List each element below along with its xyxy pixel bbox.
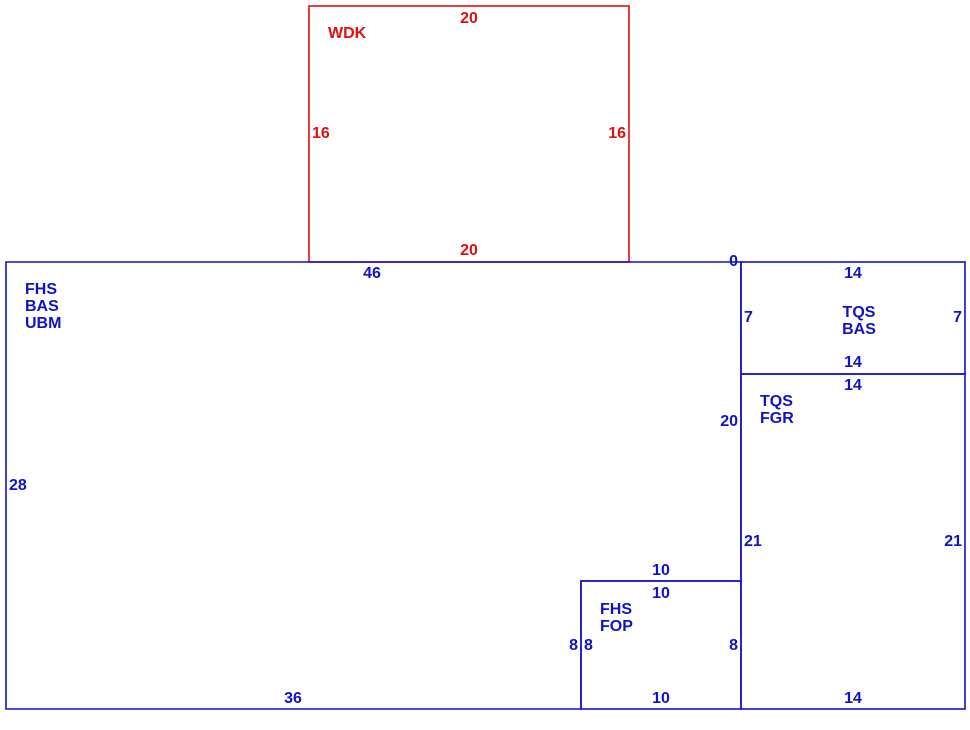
tqs-bas-dim-left: 7 — [744, 309, 753, 326]
room-tqs-bas-code-1: TQS — [843, 304, 876, 321]
main-dim-top: 46 — [363, 265, 381, 282]
room-fhs-fop-code-1: FHS — [600, 601, 632, 618]
fhs-fop-dim-bottom: 10 — [652, 690, 670, 707]
tqs-fgr-dim-top: 14 — [844, 377, 862, 394]
tqs-fgr-dim-right: 21 — [944, 533, 962, 550]
main-dim-corner: 0 — [729, 253, 738, 270]
wdk-dim-top: 20 — [460, 10, 478, 27]
wdk-dim-right: 16 — [608, 125, 626, 142]
main-dim-left: 28 — [9, 477, 27, 494]
fhs-fop-dim-left: 8 — [584, 637, 593, 654]
tqs-bas-dim-right: 7 — [953, 309, 962, 326]
wdk-dim-left: 16 — [312, 125, 330, 142]
room-main-outline — [5, 261, 742, 710]
room-tqs-fgr-outline — [740, 373, 966, 710]
main-dim-right-upper: 20 — [720, 413, 738, 430]
fhs-fop-dim-right: 8 — [729, 637, 738, 654]
tqs-fgr-dim-left: 21 — [744, 533, 762, 550]
room-wdk-code: WDK — [328, 25, 367, 42]
tqs-fgr-dim-bottom: 14 — [844, 690, 862, 707]
main-dim-step-top: 10 — [652, 562, 670, 579]
room-fhs-fop-outline — [580, 580, 742, 710]
room-fhs-fop-code-2: FOP — [600, 618, 633, 635]
tqs-bas-dim-bottom: 14 — [844, 354, 862, 371]
wdk-dim-bottom: 20 — [460, 242, 478, 259]
room-tqs-fgr-code-2: FGR — [760, 410, 794, 427]
room-main-code-1: FHS — [25, 281, 57, 298]
room-tqs-bas-code-2: BAS — [842, 321, 876, 338]
tqs-bas-dim-top: 14 — [844, 265, 862, 282]
room-main-code-3: UBM — [25, 315, 61, 332]
room-tqs-fgr-code-1: TQS — [760, 393, 793, 410]
fhs-fop-dim-top: 10 — [652, 585, 670, 602]
room-wdk-outline — [308, 5, 630, 263]
main-dim-step-side: 8 — [569, 637, 578, 654]
room-main-code-2: BAS — [25, 298, 59, 315]
main-dim-bottom: 36 — [284, 690, 302, 707]
